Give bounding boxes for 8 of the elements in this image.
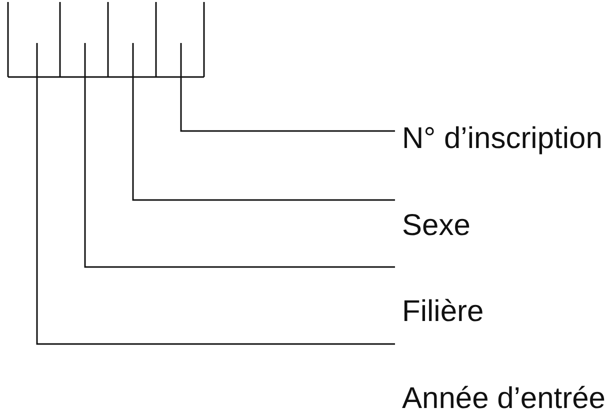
leader-line xyxy=(36,43,395,345)
leader-line xyxy=(132,43,395,201)
leader-line xyxy=(180,43,395,132)
field-label: Sexe xyxy=(402,209,470,242)
field-label: Filière xyxy=(402,295,484,328)
leader-line xyxy=(84,43,395,268)
field-label: N° d’inscription xyxy=(402,122,602,155)
field-label: Année d’entrée xyxy=(402,382,606,413)
